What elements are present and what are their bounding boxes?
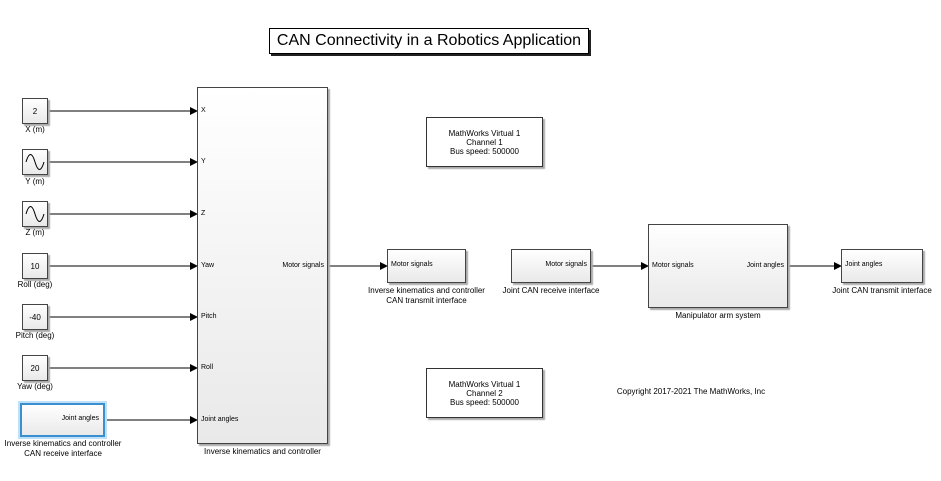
channel-device: MathWorks Virtual 1 [448, 379, 521, 389]
can-channel-2-config[interactable]: MathWorks Virtual 1 Channel 2 Bus speed:… [426, 368, 543, 418]
caption-joint-can-transmit: Joint CAN transmit interface [832, 286, 932, 295]
channel-number: Channel 2 [466, 388, 503, 398]
port-y: Y [201, 158, 206, 165]
can-channel-1-config[interactable]: MathWorks Virtual 1 Channel 1 Bus speed:… [426, 117, 543, 167]
port-joint-angles-out: Joint angles [61, 415, 99, 422]
port-z: Z [201, 210, 206, 217]
caption-joint-can-receive: Joint CAN receive interface [502, 286, 600, 295]
constant-value-x: 2 [32, 106, 38, 116]
constant-block-pitch[interactable]: -40 [22, 304, 48, 330]
caption-y: Y (m) [25, 177, 45, 186]
sine-block-z[interactable] [22, 201, 48, 227]
caption-ik-controller: Inverse kinematics and controller [204, 447, 321, 456]
constant-value-yaw: 20 [30, 363, 40, 373]
port-roll: Roll [201, 364, 214, 371]
ik-can-transmit-block[interactable]: Motor signals [387, 249, 466, 283]
port-motor-signals-out: Motor signals [545, 261, 587, 268]
port-pitch: Pitch [201, 313, 217, 320]
caption-line-2: CAN transmit interface [386, 296, 467, 305]
caption-yaw: Yaw (deg) [17, 382, 53, 391]
caption-line-1: Inverse kinematics and controller [368, 286, 485, 295]
port-joint-angles-out: Joint angles [746, 262, 784, 269]
caption-manipulator: Manipulator arm system [675, 311, 761, 320]
channel-device: MathWorks Virtual 1 [448, 128, 521, 138]
constant-value-pitch: -40 [29, 312, 41, 322]
joint-can-transmit-block[interactable]: Joint angles [841, 249, 923, 283]
channel-number: Channel 1 [466, 137, 503, 147]
port-joint-angles: Joint angles [201, 416, 239, 423]
channel-bus-speed: Bus speed: 500000 [450, 397, 519, 407]
diagram-title: CAN Connectivity in a Robotics Applicati… [269, 28, 589, 54]
constant-block-x[interactable]: 2 [22, 98, 48, 124]
joint-can-receive-block[interactable]: Motor signals [511, 249, 591, 283]
copyright-text: Copyright 2017-2021 The MathWorks, Inc [616, 387, 766, 396]
port-motor-signals-out: Motor signals [282, 262, 324, 269]
port-motor-signals-in: Motor signals [652, 262, 694, 269]
caption-pitch: Pitch (deg) [15, 331, 55, 340]
caption-ik-can-transmit: Inverse kinematics and controller CAN tr… [363, 286, 490, 306]
constant-block-yaw[interactable]: 20 [22, 355, 48, 381]
port-joint-angles-in: Joint angles [845, 261, 883, 268]
caption-line-2: CAN receive interface [24, 449, 102, 458]
sine-wave-icon [25, 154, 45, 170]
ik-controller-block[interactable]: X Y Z Yaw Pitch Roll Joint angles Motor … [197, 87, 328, 444]
port-x: X [201, 107, 206, 114]
sine-wave-icon [25, 206, 45, 222]
sine-block-y[interactable] [22, 149, 48, 175]
ik-can-receive-block[interactable]: Joint angles [20, 403, 105, 437]
caption-z: Z (m) [25, 228, 45, 237]
constant-block-roll[interactable]: 10 [22, 253, 48, 279]
caption-ik-can-receive: Inverse kinematics and controller CAN re… [0, 439, 126, 459]
constant-value-roll: 10 [30, 261, 40, 271]
port-yaw: Yaw [201, 262, 215, 269]
caption-roll: Roll (deg) [17, 280, 53, 289]
channel-bus-speed: Bus speed: 500000 [450, 146, 519, 156]
caption-line-1: Inverse kinematics and controller [4, 439, 122, 448]
caption-x: X (m) [25, 125, 45, 134]
manipulator-arm-block[interactable]: Motor signals Joint angles [648, 224, 788, 308]
port-motor-signals-in: Motor signals [391, 261, 433, 268]
